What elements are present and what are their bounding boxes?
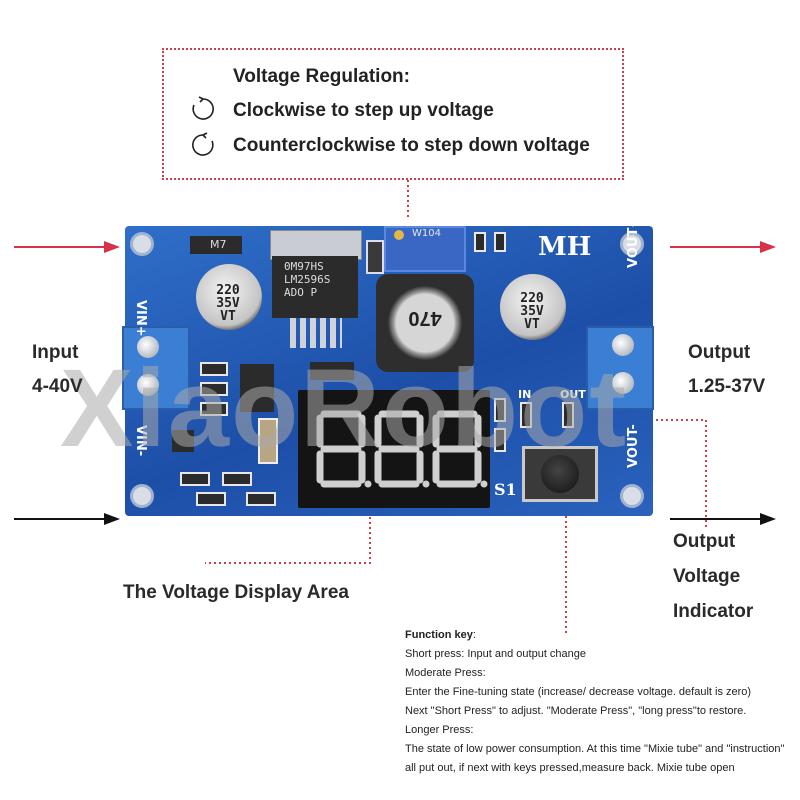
smd-capacitor	[258, 418, 278, 464]
capacitor-left	[196, 264, 262, 330]
output-label: Output	[688, 342, 751, 363]
smd-capacitor	[366, 240, 384, 274]
smd-resistor	[222, 472, 252, 486]
trimmer-screw[interactable]	[394, 230, 404, 240]
input-screw	[137, 336, 159, 358]
callout-clockwise-text: Clockwise to step up voltage	[233, 100, 494, 121]
capacitor-left-label: 220 35V VT	[200, 284, 256, 323]
function-key-title: Function key	[405, 629, 473, 641]
ic-line: 0M97HS	[284, 260, 324, 273]
out-led	[562, 402, 574, 428]
microcontroller-chip	[240, 364, 274, 412]
smd-resistor	[494, 398, 506, 422]
ic-line: ADO P	[284, 286, 318, 299]
ic-marking: 0M97HS LM2596S ADO P	[284, 260, 330, 299]
function-key-line: Short press: Input and output change	[405, 648, 587, 660]
cap-voltage: 35V	[520, 304, 544, 319]
function-key-description: Function key: Short press: Input and out…	[405, 626, 795, 778]
cap-value: 220	[216, 283, 240, 298]
smd-diode	[310, 362, 354, 380]
transistor	[172, 430, 194, 452]
function-key-line: Moderate Press:	[405, 667, 486, 679]
function-key-line: Next "Short Press" to adjust. "Moderate …	[405, 705, 747, 717]
watermark: XiaoRobot	[60, 347, 628, 470]
diode-m7	[190, 236, 242, 254]
smd-resistor	[196, 492, 226, 506]
mounting-hole	[130, 232, 154, 256]
indicator-label-line2: Voltage	[673, 566, 741, 587]
display-area-label: The Voltage Display Area	[123, 582, 349, 603]
out-led-label: OUT	[560, 388, 586, 401]
output-screw	[612, 372, 634, 394]
ic-pins	[290, 318, 342, 348]
diode-label: M7	[210, 238, 227, 251]
cap-series: VT	[220, 309, 236, 324]
capacitor-right-label: 220 35V VT	[504, 292, 560, 331]
trimmer-label: W104	[412, 228, 441, 239]
function-key-button[interactable]	[541, 455, 579, 493]
vout-minus-label: VOUT-	[626, 424, 641, 468]
input-range-label: 4-40V	[32, 376, 83, 397]
inductor-label: 470	[408, 307, 442, 329]
brand-logo: MH	[538, 232, 592, 262]
smd-resistor	[494, 232, 506, 252]
smd-resistor	[246, 492, 276, 506]
mounting-hole	[130, 484, 154, 508]
ic-line: LM2596S	[284, 273, 331, 286]
input-screw	[137, 374, 159, 396]
lm2596-ic	[272, 256, 358, 318]
vin-plus-label: VIN+	[133, 300, 148, 337]
capacitor-right	[500, 274, 566, 340]
indicator-label-line1: Output	[673, 531, 736, 552]
callout-title: Voltage Regulation:	[233, 66, 410, 87]
cap-series: VT	[524, 317, 540, 332]
smd-resistor	[200, 402, 228, 416]
mounting-hole	[620, 484, 644, 508]
smd-resistor	[494, 428, 506, 452]
voltage-regulation-callout	[162, 48, 624, 180]
smd-resistor	[200, 382, 228, 396]
output-range-label: 1.25-37V	[688, 376, 766, 397]
indicator-label-line3: Indicator	[673, 601, 754, 622]
mounting-hole	[620, 232, 644, 256]
function-key-line: Enter the Fine-tuning state (increase/ d…	[405, 686, 752, 698]
seven-segment-digits	[316, 410, 488, 488]
function-key-line: all put out, if next with keys pressed,m…	[405, 762, 735, 774]
output-screw	[612, 334, 634, 356]
callout-counterclockwise-text: Counterclockwise to step down voltage	[233, 135, 590, 156]
switch-label: S1	[494, 480, 517, 499]
in-led-label: IN	[518, 388, 532, 401]
vout-plus-label: VOUT+	[626, 216, 641, 268]
in-led	[520, 402, 532, 428]
function-key-line: Longer Press:	[405, 724, 474, 736]
smd-resistor	[200, 362, 228, 376]
smd-resistor	[180, 472, 210, 486]
inductor-coil	[388, 286, 462, 360]
input-label: Input	[32, 342, 79, 363]
ic-heatsink-tab	[270, 230, 362, 260]
cap-value: 220	[520, 291, 544, 306]
clockwise-icon	[192, 96, 214, 120]
function-key-line: The state of low power consumption. At t…	[405, 743, 785, 755]
cap-voltage: 35V	[216, 296, 240, 311]
smd-resistor	[474, 232, 486, 252]
counterclockwise-icon	[192, 132, 214, 156]
